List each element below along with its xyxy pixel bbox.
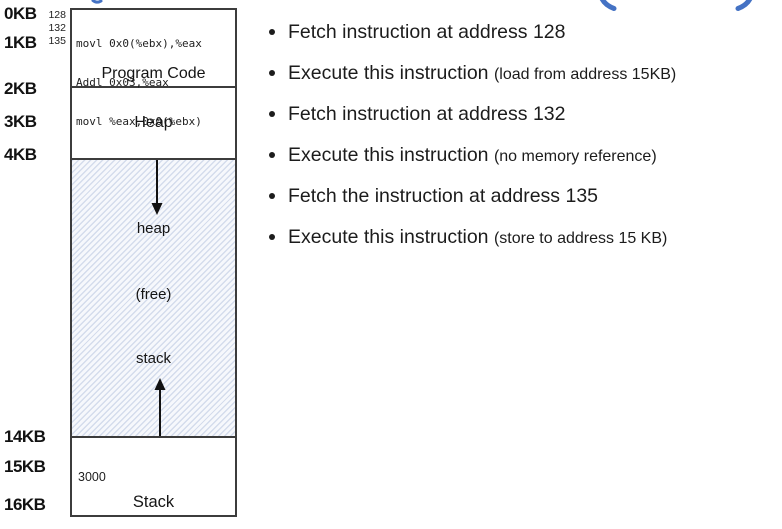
bullet-list: Fetch instruction at address 128 Execute… <box>262 20 772 266</box>
bullet-item: Fetch the instruction at address 135 <box>262 184 772 210</box>
stack-grow-arrow-icon <box>154 378 166 436</box>
kb-label-4kb: 4KB <box>4 145 37 164</box>
program-code-section: movl 0x0(%ebx),%eax Addl 0x03,%eax movl … <box>72 10 235 128</box>
instruction-address: 128 <box>48 9 66 21</box>
assembly-instruction: Addl 0x03,%eax <box>76 76 169 89</box>
stack-label: Stack <box>132 493 175 511</box>
bullet-dot-icon <box>269 70 275 76</box>
assembly-instruction: movl 0x0(%ebx),%eax <box>76 37 202 50</box>
instruction-address: 132 <box>48 22 66 34</box>
heap-grow-arrow-icon <box>151 160 163 215</box>
bullet-text: Execute this instruction <box>288 144 494 166</box>
bullet-text: Fetch the instruction at address 135 <box>288 185 599 207</box>
instruction-address-column: 128 132 135 <box>38 9 66 48</box>
bullet-dot-icon <box>269 111 275 117</box>
kb-label-2kb: 2KB <box>4 79 37 98</box>
bullet-item: Execute this instruction (no memory refe… <box>262 143 772 169</box>
heap-label: Heap <box>134 114 173 131</box>
free-space-label: (free) <box>135 286 172 303</box>
program-code-label: Program Code <box>101 65 206 82</box>
cropped-title-paren-right-icon <box>735 0 753 11</box>
kb-label-14kb: 14KB <box>4 427 46 446</box>
bullet-item: Fetch instruction at address 128 <box>262 20 772 46</box>
bullet-text: Fetch instruction at address 132 <box>288 103 566 125</box>
bullet-dot-icon <box>269 193 275 199</box>
bullet-text: Execute this instruction <box>288 226 494 248</box>
stack-section: 3000 Stack <box>72 438 235 517</box>
cropped-title-paren-left-icon <box>599 0 617 11</box>
assembly-instruction: movl %eax,0x0(%ebx) <box>76 115 202 128</box>
bullet-text: Execute this instruction <box>288 62 494 84</box>
free-memory-section: heap (free) stack <box>72 160 235 438</box>
cropped-title-fragments <box>91 0 753 11</box>
stack-value-3000: 3000 <box>78 470 106 484</box>
assembly-code-listing: movl 0x0(%ebx),%eax Addl 0x03,%eax movl … <box>76 11 202 154</box>
instruction-address: 135 <box>48 35 66 47</box>
kb-label-1kb: 1KB <box>4 33 37 52</box>
bullet-paren-text: (load from address 15KB) <box>493 66 677 83</box>
bullet-dot-icon <box>269 29 275 35</box>
bullet-paren-text: (no memory reference) <box>493 148 657 165</box>
bullet-text: Fetch instruction at address 128 <box>288 21 566 43</box>
memory-layout-box: movl 0x0(%ebx),%eax Addl 0x03,%eax movl … <box>70 8 237 517</box>
bullet-item: Execute this instruction (load from addr… <box>262 61 772 87</box>
stack-pointer-label: stack <box>135 350 171 367</box>
kb-label-0kb: 0KB <box>4 4 37 23</box>
kb-label-3kb: 3KB <box>4 112 37 131</box>
bullet-dot-icon <box>269 152 275 158</box>
cropped-title-glyph-fragment-icon <box>91 0 103 4</box>
bullet-paren-text: (store to address 15 KB) <box>493 230 668 247</box>
kb-label-16kb: 16KB <box>4 495 46 514</box>
bullet-item: Fetch instruction at address 132 <box>262 102 772 128</box>
heap-section: Heap <box>72 88 235 160</box>
bullet-item: Execute this instruction (store to addre… <box>262 225 772 251</box>
bullet-dot-icon <box>269 234 275 240</box>
growth-arrows <box>151 160 166 436</box>
kb-label-15kb: 15KB <box>4 457 46 476</box>
heap-pointer-label: heap <box>136 220 171 237</box>
